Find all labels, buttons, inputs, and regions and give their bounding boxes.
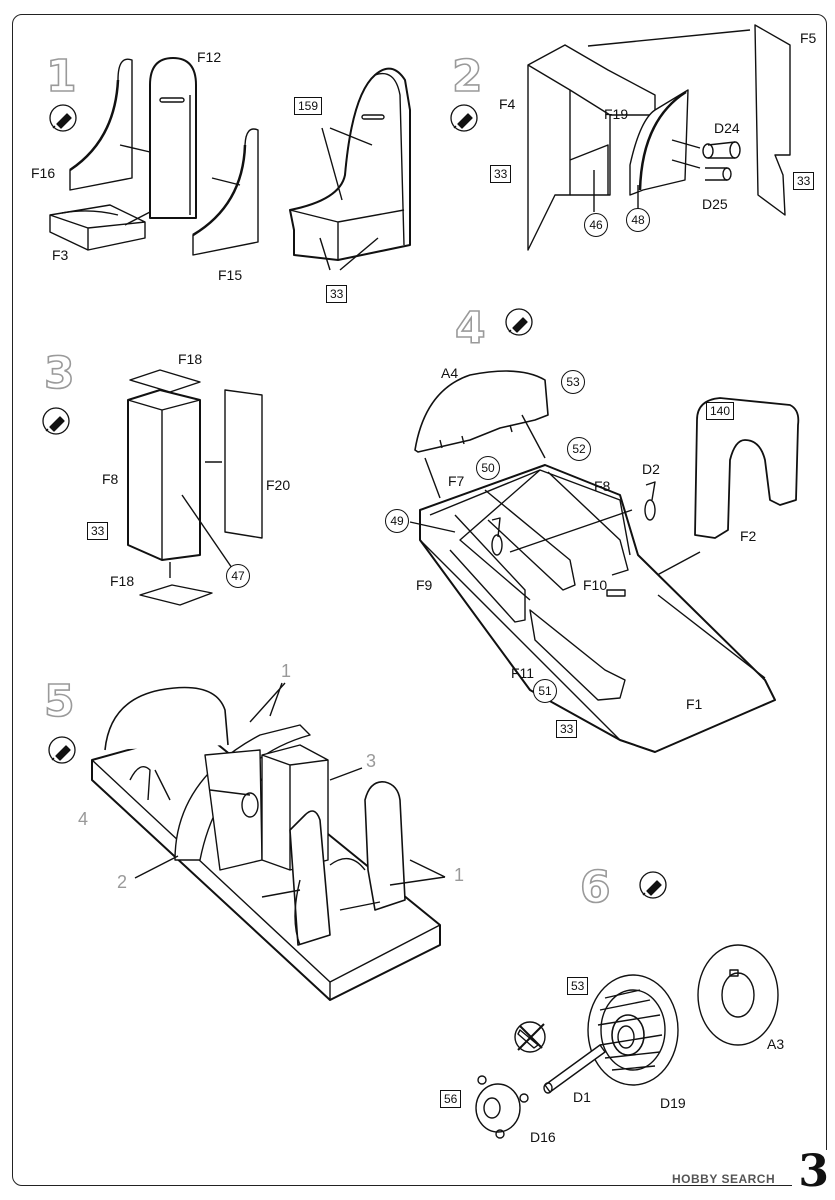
part-label: D1 [573,1089,591,1105]
ref-box: 33 [87,522,109,540]
part-label: D25 [702,196,728,212]
part-label: D24 [714,120,740,136]
part-label: F2 [740,528,757,544]
step-number: 2 [451,51,483,102]
sub-step-label: 3 [366,751,377,771]
step-number: 5 [43,676,75,727]
ref-box: 159 [294,97,323,115]
part-label: F11 [511,665,535,681]
ref-box: 33 [556,720,578,738]
ref-circle: 51 [533,679,557,703]
step1-drawing [49,57,259,256]
part-label: F12 [197,49,222,65]
page-frame [12,14,827,1186]
page-number: 3 [792,1150,829,1194]
part-label: F20 [266,477,291,493]
step-number: 3 [43,348,75,399]
step2-drawing [527,24,791,251]
ref-box: 33 [793,172,815,190]
part-label: F4 [499,96,516,112]
ref-box: 56 [440,1090,462,1108]
part-label: F5 [800,30,817,46]
ref-circle: 49 [385,509,409,533]
step3-drawing [127,369,263,606]
sub-step-label: 1 [454,865,465,885]
step1-assembled-seat [289,67,411,271]
sub-step-label: 2 [117,872,128,892]
step4-drawing [409,370,800,753]
part-label: F3 [52,247,69,263]
part-label: D19 [660,1095,686,1111]
glue-icons [42,104,667,899]
part-label: A4 [441,365,459,381]
part-label: F9 [416,577,433,593]
part-label: F10 [583,577,608,593]
part-label: F19 [604,106,629,122]
part-label: A3 [767,1036,785,1052]
ref-circle: 47 [226,564,250,588]
part-label: F18 [110,573,135,589]
part-label: F8 [102,471,119,487]
step-number: 1 [45,51,77,102]
ref-circle: 48 [626,208,650,232]
part-label: F1 [686,696,703,712]
part-label: F7 [448,473,465,489]
part-label: D16 [530,1129,556,1145]
ref-circle: 52 [567,437,591,461]
ref-circle: 46 [584,213,608,237]
part-label: D2 [642,461,660,477]
ref-box: 53 [567,977,589,995]
step-number: 6 [579,862,611,913]
ref-circle: 53 [561,370,585,394]
step6-drawing [475,944,779,1139]
part-label: F16 [31,165,56,181]
part-label: F15 [218,267,243,283]
part-label: F18 [178,351,203,367]
ref-circle: 50 [476,456,500,480]
ref-box: 33 [326,285,348,303]
step-number: 4 [454,303,486,354]
sub-step-label: 1 [281,661,292,681]
step5-drawing [91,682,446,1001]
ref-box: 33 [490,165,512,183]
watermark: HOBBY SEARCH [672,1172,776,1186]
part-label: F8 [594,478,611,494]
sub-step-label: 4 [78,809,89,829]
ref-box: 140 [706,402,735,420]
